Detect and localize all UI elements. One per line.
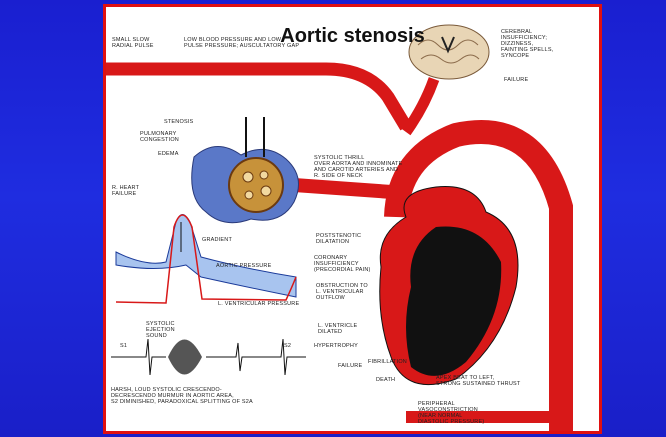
label-s1: S1 <box>120 343 127 349</box>
label-poststenotic-dilatation: POSTSTENOTIC DILATATION <box>316 233 361 245</box>
label-lv-dilated: L. VENTRICLE DILATED <box>318 323 357 335</box>
label-systolic-thrill: SYSTOLIC THRILL OVER AORTA AND INNOMINAT… <box>314 155 402 179</box>
label-failure-2: FAILURE <box>338 363 362 369</box>
carotid-artery <box>406 79 434 132</box>
label-gradient: GRADIENT <box>202 237 232 243</box>
slide-title: Aortic stenosis <box>106 25 599 48</box>
label-peripheral-vasoconstriction: PERIPHERAL VASOCONSTRICTION (NEAR NORMAL… <box>418 401 484 425</box>
label-hypertrophy: HYPERTROPHY <box>314 343 358 349</box>
label-death: DEATH <box>376 377 395 383</box>
pressure-curve-chart <box>116 215 296 304</box>
label-aortic-pressure: AORTIC PRESSURE <box>216 263 271 269</box>
label-lv-pressure: L. VENTRICULAR PRESSURE <box>218 301 299 307</box>
phonocardiogram <box>111 339 306 375</box>
label-pulmonary-congestion: PULMONARY CONGESTION <box>140 131 179 143</box>
subclavian-artery <box>106 69 406 127</box>
slide-frame: Aortic stenosis <box>103 4 602 434</box>
label-r-heart-failure: R. HEART FAILURE <box>112 185 139 197</box>
label-apex-beat: APEX BEAT TO LEFT, STRONG SUSTAINED THRU… <box>436 375 520 387</box>
label-stenosis: STENOSIS <box>164 119 193 125</box>
label-coronary-insufficiency: CORONARY INSUFFICIENCY (PRECORDIAL PAIN) <box>314 255 371 273</box>
label-murmur-note: HARSH, LOUD SYSTOLIC CRESCENDO- DECRESCE… <box>111 387 253 405</box>
label-failure: FAILURE <box>504 77 528 83</box>
label-edema: EDEMA <box>158 151 179 157</box>
label-obstruction-lv-outflow: OBSTRUCTION TO L. VENTRICULAR OUTFLOW <box>316 283 368 301</box>
label-s2: S2 <box>284 343 291 349</box>
label-fibrillation: FIBRILLATION <box>368 359 407 365</box>
stenotic-valve-illustration <box>192 117 299 223</box>
label-systolic-ejection: SYSTOLIC EJECTION SOUND <box>146 321 175 339</box>
